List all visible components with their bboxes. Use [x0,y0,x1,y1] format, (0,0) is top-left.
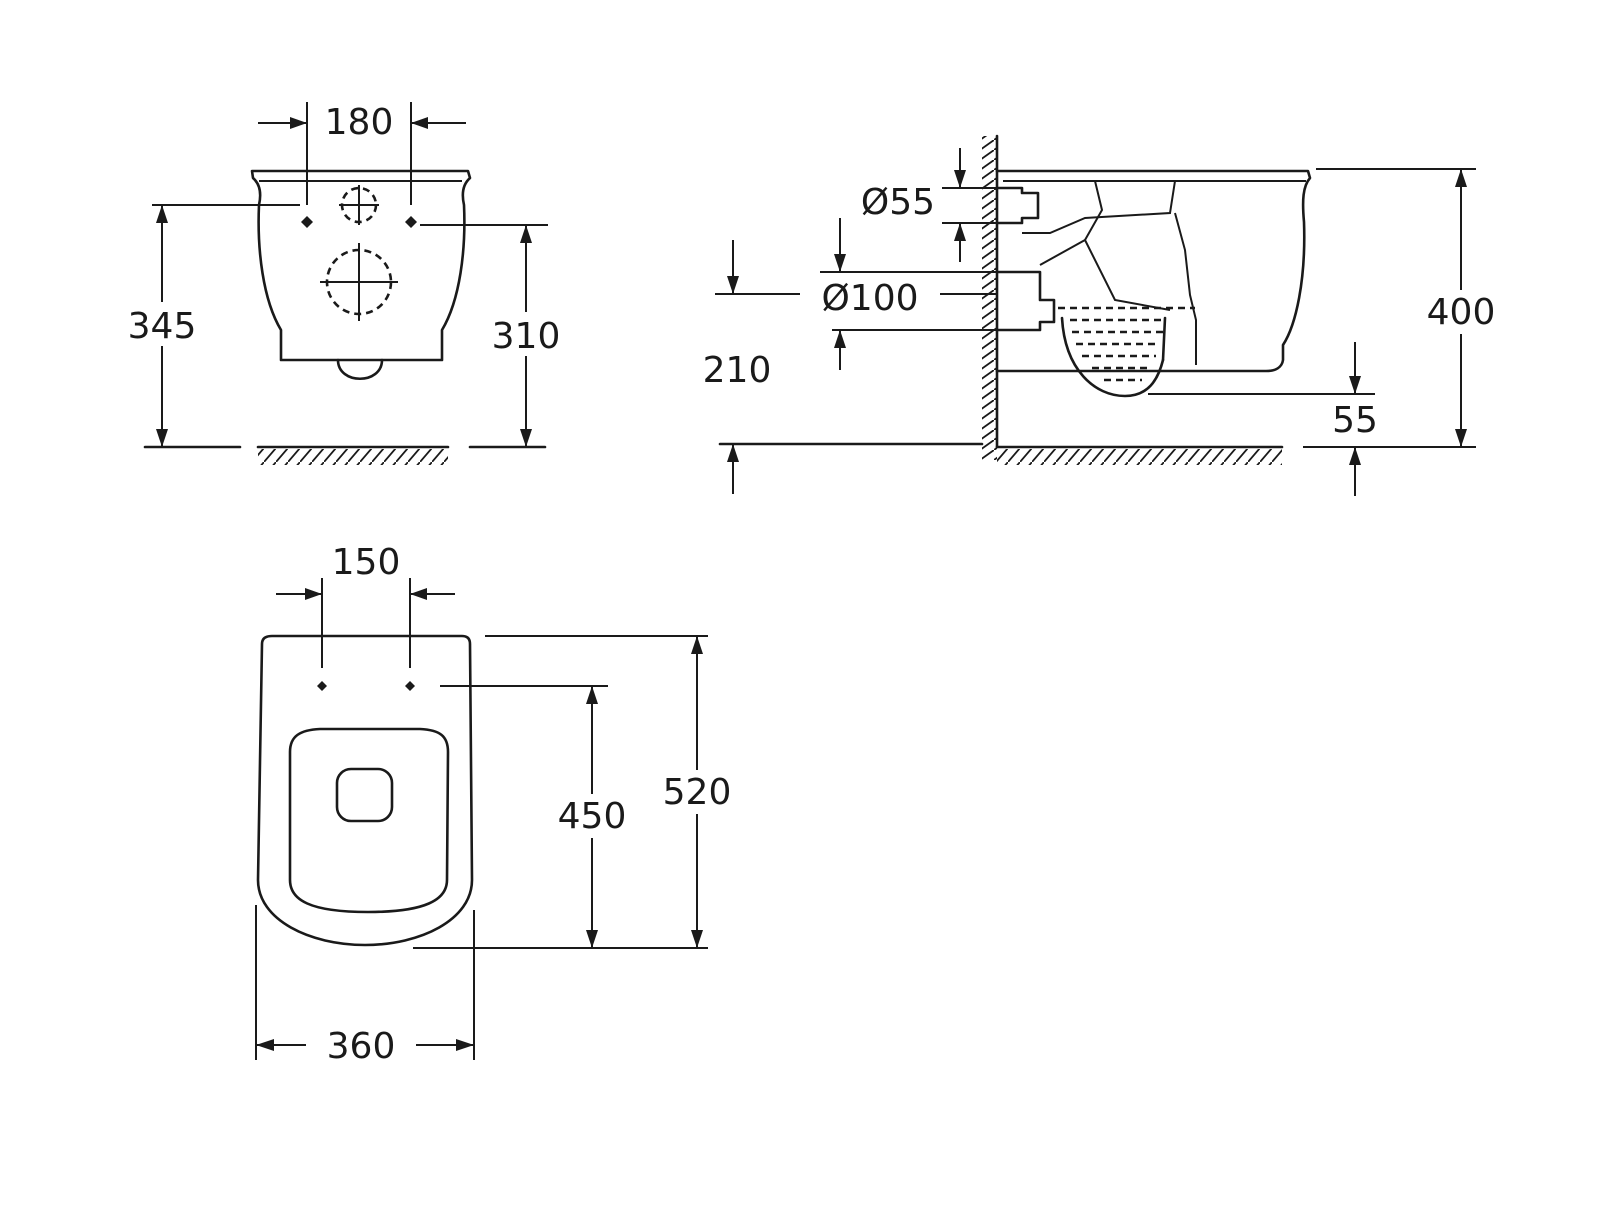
side-dim-inlet: Ø55 [861,148,997,262]
dim-label-360: 360 [327,1026,396,1067]
side-bowl-outline [995,169,1312,373]
dim-label-520: 520 [663,772,732,813]
front-dim-180: 180 [258,102,466,205]
top-bowl-outline [256,634,474,947]
top-view: 150 450 520 360 [255,542,740,1067]
top-seat-opening [288,727,450,914]
front-fixing-holes [301,216,417,228]
front-view: 180 345 310 [120,102,570,465]
top-seat-holes [317,681,415,691]
front-dim-345: 345 [120,204,300,447]
top-dim-150: 150 [276,542,455,668]
front-outlet [336,358,384,381]
dim-label-180: 180 [325,102,394,143]
side-view: Ø55 Ø100 210 [703,134,1504,496]
side-dim-outlet: Ø100 [715,218,997,370]
side-dim-55: 55 [1148,342,1378,496]
dim-label-345: 345 [128,306,197,347]
front-outlet-circle [320,243,398,321]
side-floor [718,442,1284,465]
front-bowl-outline [250,169,472,362]
dim-label-450: 450 [558,796,627,837]
side-inlet-pipe [995,186,1040,225]
side-dim-400: 400 [1303,168,1504,448]
dim-label-d100: Ø100 [821,278,918,319]
dim-label-150: 150 [332,542,401,583]
side-water-trap [1058,306,1195,398]
front-dim-310: 310 [420,224,570,447]
dim-label-400: 400 [1427,292,1496,333]
side-wall [982,134,999,460]
front-floor [143,445,547,465]
front-inlet-circle [339,185,379,225]
top-dim-520: 520 [413,635,740,949]
top-dim-360: 360 [255,905,475,1067]
dim-label-55: 55 [1332,400,1378,441]
side-internal-channel [1022,180,1197,365]
dim-label-d55: Ø55 [861,182,935,223]
side-outlet-pipe [995,270,1056,332]
top-flush-hole [335,767,394,823]
top-dim-450: 450 [440,685,634,948]
dim-label-210: 210 [703,350,772,391]
dim-label-310: 310 [492,316,561,357]
side-dim-210: 210 [703,240,772,494]
